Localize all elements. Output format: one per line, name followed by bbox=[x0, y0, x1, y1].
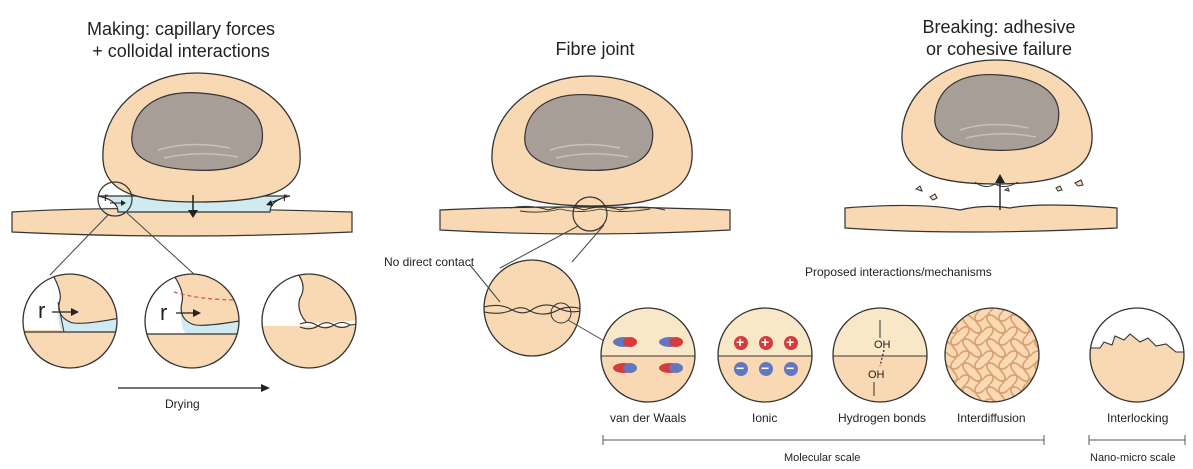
nano-micro-scale-label: Nano-micro scale bbox=[1090, 452, 1176, 464]
no-contact-label: No direct contact bbox=[384, 255, 474, 269]
dipole-2 bbox=[659, 337, 683, 347]
bottom-fibre-1 bbox=[12, 209, 352, 237]
molecular-scale-bar bbox=[603, 435, 1044, 445]
breaking-heading: Breaking: adhesive or cohesive failure bbox=[884, 16, 1114, 60]
drying-label: Drying bbox=[165, 397, 200, 411]
lumen-3 bbox=[935, 75, 1059, 151]
r-label-zoom-b: r bbox=[160, 300, 167, 326]
plus-sign-2: + bbox=[761, 334, 769, 350]
breaking-panel bbox=[845, 60, 1117, 232]
plus-sign-3: + bbox=[786, 334, 794, 350]
breaking-heading-line2: or cohesive failure bbox=[884, 38, 1114, 60]
making-heading-line2: + colloidal interactions bbox=[66, 40, 296, 62]
mechanism-vdw bbox=[600, 308, 696, 404]
r-label-zoom-a: r bbox=[38, 298, 45, 324]
making-heading: Making: capillary forces + colloidal int… bbox=[66, 18, 296, 62]
mechanism-label-ionic: Ionic bbox=[752, 411, 777, 425]
plus-sign-1: + bbox=[736, 334, 744, 350]
dipole-1 bbox=[613, 337, 637, 347]
r-label-left: r bbox=[104, 190, 108, 204]
nano-micro-scale-bar bbox=[1089, 435, 1185, 445]
bottom-fibre-3 bbox=[845, 205, 1117, 232]
oh-label-bottom: OH bbox=[868, 369, 885, 381]
oh-label-top: OH bbox=[874, 339, 891, 351]
making-heading-line1: Making: capillary forces bbox=[66, 18, 296, 40]
dipole-4 bbox=[659, 363, 683, 373]
mechanism-label-hbond: Hydrogen bonds bbox=[838, 411, 926, 425]
r-label-right: r bbox=[283, 190, 287, 204]
lumen-1 bbox=[132, 93, 263, 171]
mechanism-ionic bbox=[716, 308, 814, 404]
mechanism-label-interdiffusion: Interdiffusion bbox=[957, 411, 1026, 425]
minus-sign-3: − bbox=[786, 360, 794, 376]
joint-heading: Fibre joint bbox=[535, 38, 655, 60]
mechanism-hbond bbox=[832, 308, 930, 404]
mechanism-interdiffusion bbox=[944, 308, 1042, 404]
minus-sign-2: − bbox=[761, 360, 769, 376]
proposed-label: Proposed interactions/mechanisms bbox=[805, 265, 992, 279]
joint-panel bbox=[440, 76, 730, 366]
mechanism-label-interlocking: Interlocking bbox=[1107, 411, 1168, 425]
making-panel bbox=[12, 73, 360, 392]
molecular-scale-label: Molecular scale bbox=[784, 452, 860, 464]
mechanism-interlocking bbox=[1088, 308, 1186, 404]
minus-sign-1: − bbox=[736, 360, 744, 376]
mechanism-label-vdw: van der Waals bbox=[610, 411, 686, 425]
dipole-3 bbox=[613, 363, 637, 373]
breaking-heading-line1: Breaking: adhesive bbox=[884, 16, 1114, 38]
lumen-2 bbox=[525, 95, 653, 171]
